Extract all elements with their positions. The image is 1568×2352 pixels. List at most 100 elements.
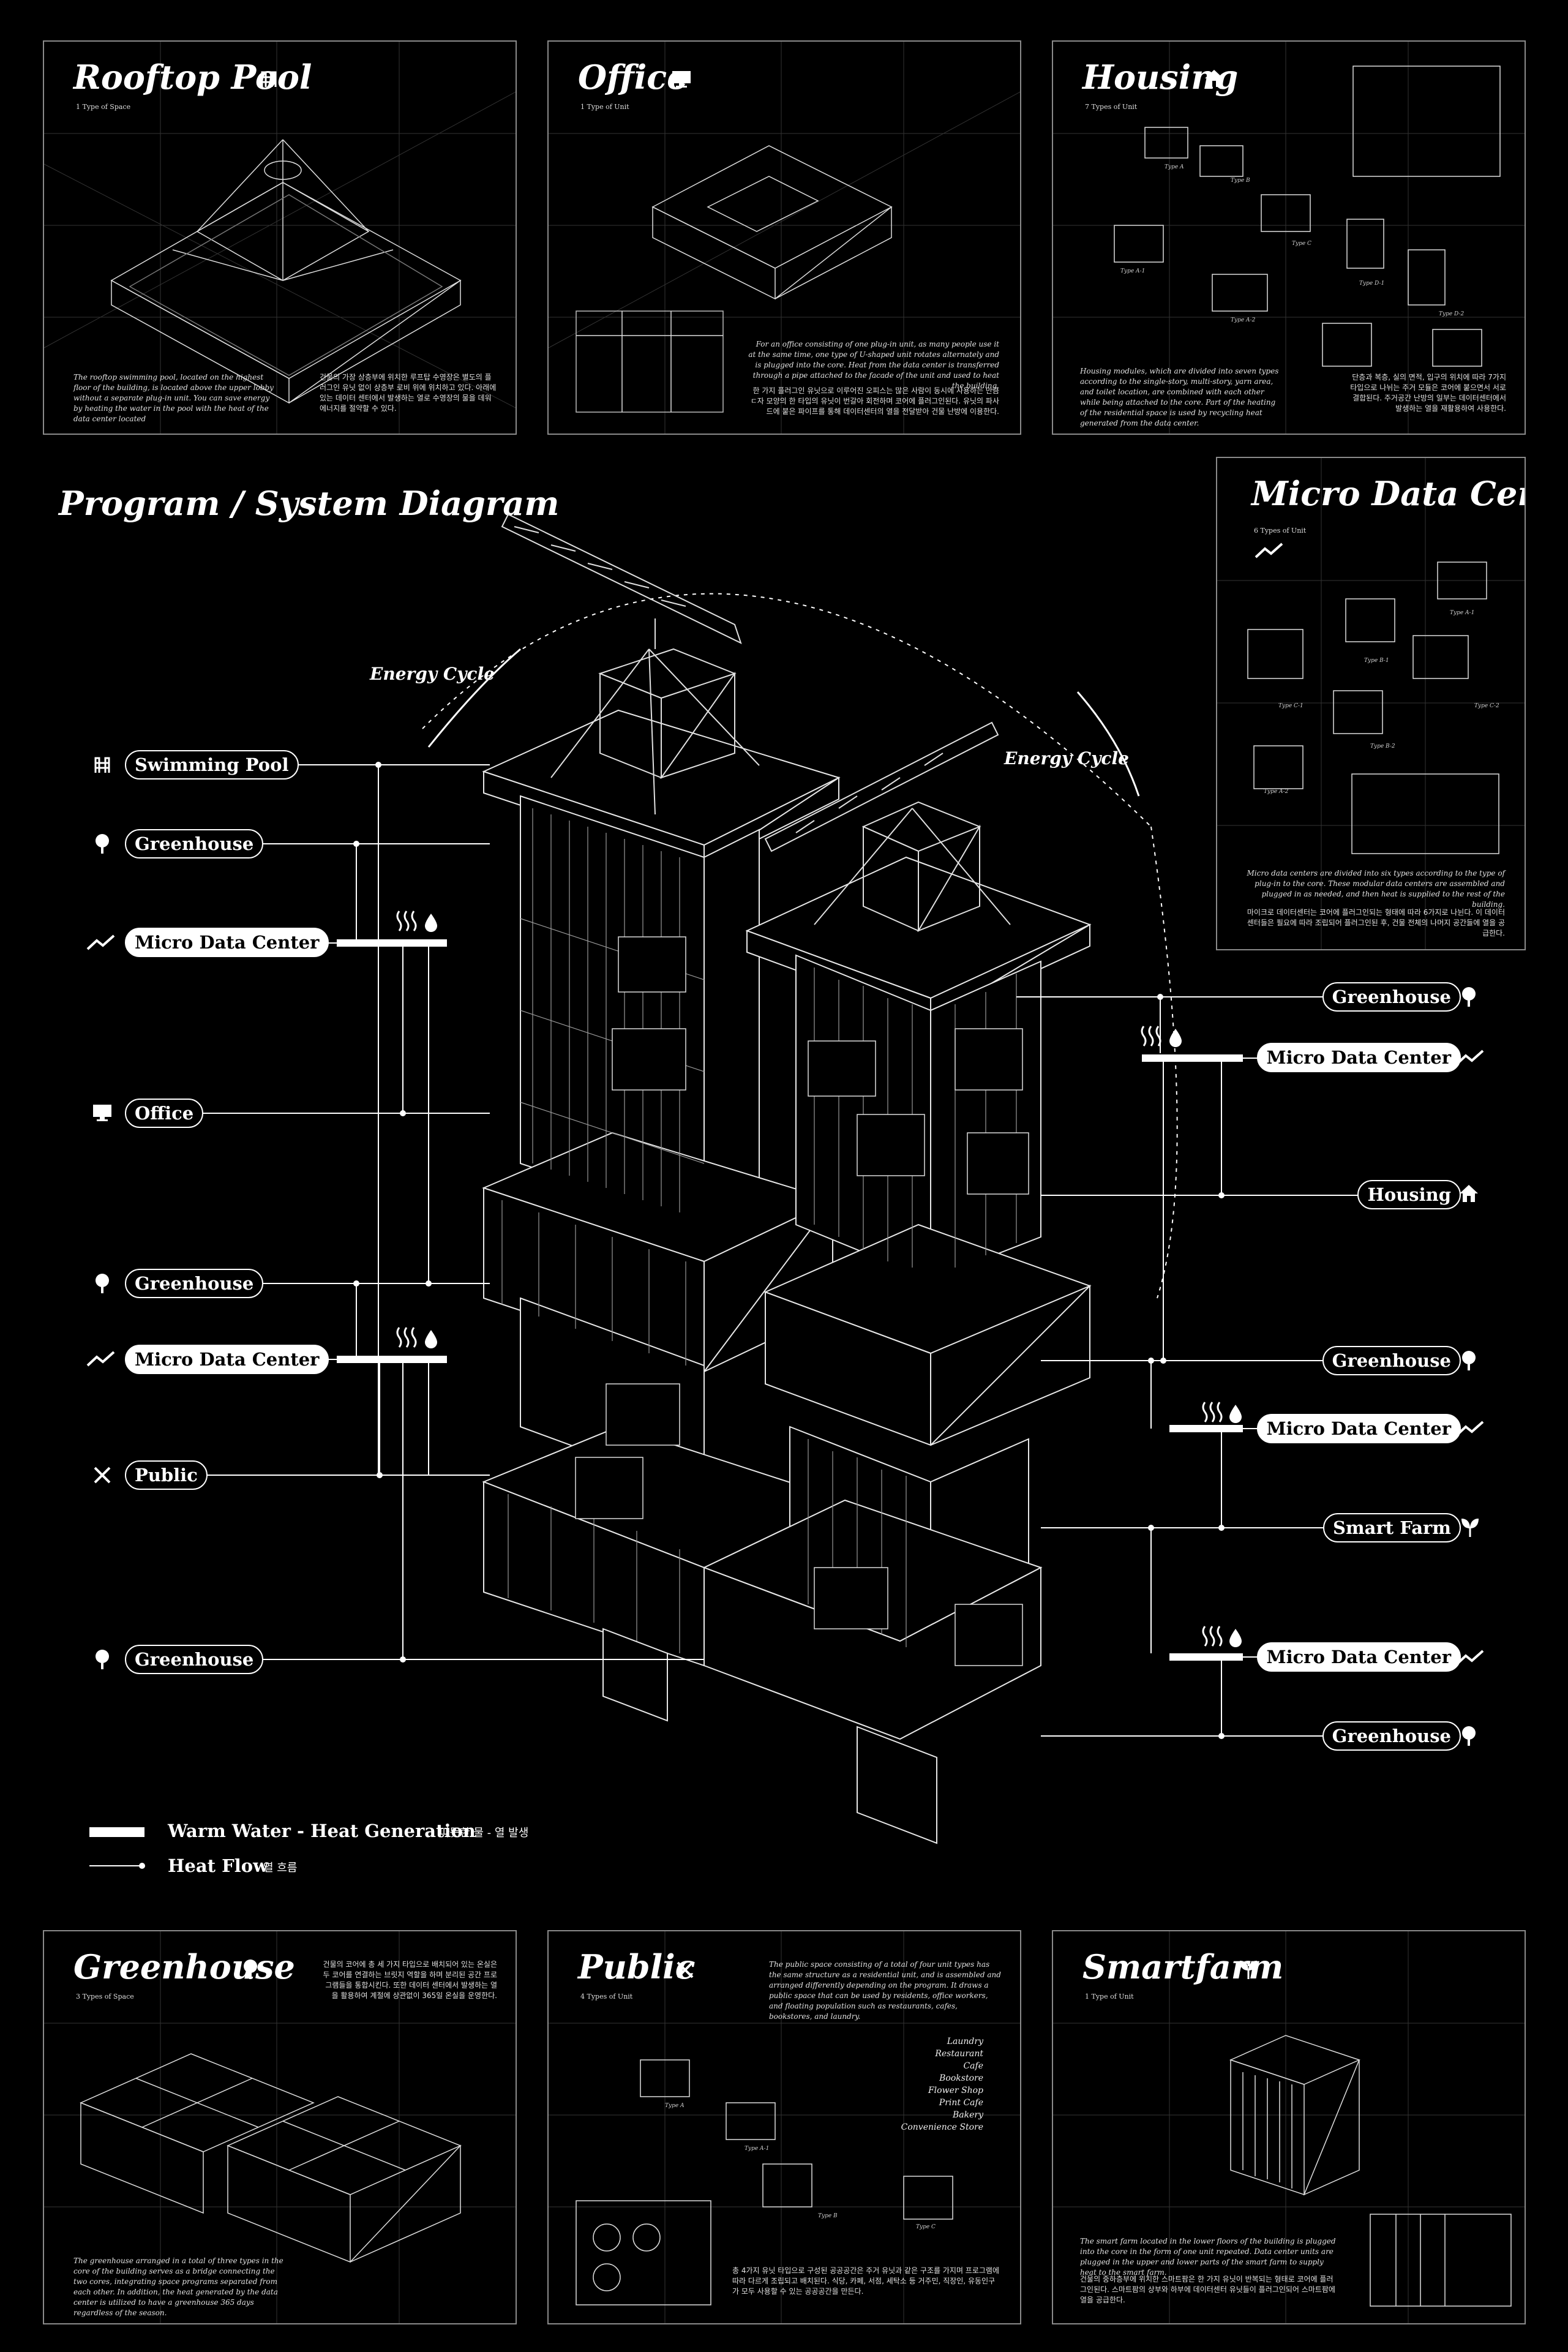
left-label-public: Public xyxy=(125,1460,208,1490)
tree-icon xyxy=(96,834,109,854)
public-units-drawing xyxy=(576,2059,953,2305)
panel-grid xyxy=(1217,458,1525,949)
house-icon xyxy=(1205,70,1223,87)
legend-heat-flow-label: Heat Flow xyxy=(168,1855,269,1876)
program-item: Flower Shop xyxy=(928,2086,983,2095)
left-label-micro-data-center: Micro Data Center xyxy=(125,928,329,957)
heat-icon xyxy=(396,911,1223,1647)
housing-panel: Housing 7 Types of Unit Type A Type A-1 … xyxy=(1052,40,1526,435)
type-label: Type A-2 xyxy=(1231,317,1256,323)
panel-text-en: Micro data centers are divided into six … xyxy=(1247,869,1505,909)
panel-subtitle: 6 Types of Unit xyxy=(1254,527,1307,535)
panel-subtitle: 1 Type of Unit xyxy=(1085,1993,1134,2001)
public-program-list: Laundry Restaurant Cafe Bookstore Flower… xyxy=(901,2035,983,2133)
panel-title: Public xyxy=(578,1947,696,1986)
greenhouse-panel: Greenhouse 3 Types of Space 건물의 코어에 총 세 … xyxy=(43,1930,517,2324)
panel-text-en: The public space consisting of a total o… xyxy=(769,1960,1001,2021)
public-panel: Public 4 Types of Unit The public space … xyxy=(547,1930,1021,2324)
panel-grid xyxy=(44,42,516,434)
type-label: Type A xyxy=(1165,164,1184,170)
housing-units-drawing xyxy=(1114,66,1501,367)
right-heat-flow-dots xyxy=(1148,994,1225,1739)
type-label: Type A xyxy=(665,2103,685,2109)
legend-warm-swatch xyxy=(89,1827,144,1837)
type-label: Type C-2 xyxy=(1474,703,1499,709)
type-label: Type B-1 xyxy=(1364,658,1389,664)
program-item: Print Cafe xyxy=(939,2098,983,2108)
program-item: Cafe xyxy=(963,2061,983,2071)
left-label-swimming-pool: Swimming Pool xyxy=(125,750,299,780)
panel-text-ko: 총 4가지 유닛 타입으로 구성된 공공공간은 주거 유닛과 같은 구조를 가지… xyxy=(732,2266,999,2296)
type-label: Type D-2 xyxy=(1439,311,1465,317)
utensils-icon xyxy=(94,1467,111,1484)
type-label: Type D-1 xyxy=(1359,280,1385,287)
panel-title: Office xyxy=(578,58,688,97)
office-drawing xyxy=(576,145,893,413)
right-label-micro-data-center: Micro Data Center xyxy=(1256,1414,1461,1443)
chart-line-icon xyxy=(86,1351,115,1367)
left-label-office: Office xyxy=(125,1099,204,1128)
type-label: Type B-2 xyxy=(1370,743,1395,750)
panel-text-ko: 건물의 가장 상층부에 위치한 루프탑 수영장은 별도의 플러그인 유닛 없이 … xyxy=(320,373,497,413)
panel-grid xyxy=(549,1931,1020,2323)
left-label-greenhouse: Greenhouse xyxy=(125,1645,264,1674)
program-item: Laundry xyxy=(947,2037,983,2046)
panel-text-en: The smart farm located in the lower floo… xyxy=(1080,2237,1336,2277)
panel-text-ko: 단층과 복층, 실의 면적, 입구의 위치에 따라 7가지 타입으로 나뉘는 주… xyxy=(1350,373,1506,413)
rooftop-pool-panel: Rooftop Pool 1 Type of Space The rooftop… xyxy=(43,40,517,435)
house-icon xyxy=(1460,1185,1478,1202)
panel-text-en: Housing modules, which are divided into … xyxy=(1080,367,1279,427)
chart-line-icon xyxy=(1455,1421,1484,1437)
right-tower xyxy=(702,856,1092,1844)
tree-icon xyxy=(1462,1351,1476,1370)
type-label: Type C xyxy=(916,2224,936,2230)
panel-grid xyxy=(1053,1931,1525,2323)
left-label-greenhouse: Greenhouse xyxy=(125,1269,264,1298)
crane-right xyxy=(764,721,1011,933)
right-label-micro-data-center: Micro Data Center xyxy=(1256,1642,1461,1672)
greenhouse-drawing xyxy=(80,2053,462,2263)
pool-icon xyxy=(261,71,277,87)
plug-in-modules xyxy=(575,936,1029,1666)
type-label: Type B xyxy=(1231,178,1250,184)
panel-text-en: The greenhouse arranged in a total of th… xyxy=(73,2256,283,2317)
type-label: Type C xyxy=(1292,241,1311,247)
panel-text-ko: 마이크로 데이터센터는 코어에 플러그인되는 형태에 따라 6가지로 나뉜다. … xyxy=(1247,908,1505,937)
chart-line-icon xyxy=(86,934,115,950)
left-label-greenhouse: Greenhouse xyxy=(125,829,264,859)
warm-water-bars-left xyxy=(337,939,447,1363)
legend-warm-water-label: Warm Water - Heat Generation xyxy=(168,1820,476,1841)
utensils-icon xyxy=(677,1961,694,1978)
panel-subtitle: 4 Types of Unit xyxy=(580,1993,633,2001)
tree-icon xyxy=(1462,987,1476,1007)
rooftop-pool-drawing xyxy=(110,139,462,404)
tree-icon xyxy=(96,1650,109,1669)
right-label-greenhouse: Greenhouse xyxy=(1322,1346,1461,1375)
legend-warm-water-label-ko: 따뜻한 물 - 열 발생 xyxy=(440,1827,529,1839)
right-label-greenhouse: Greenhouse xyxy=(1322,982,1461,1012)
type-label: Type A-1 xyxy=(745,2146,770,2152)
panel-text-ko: 건물의 코어에 총 세 가지 타입으로 배치되어 있는 온실은 두 코어를 연결… xyxy=(323,1960,497,2000)
type-label: Type A-1 xyxy=(1450,610,1475,616)
panel-text-ko: 건물의 중하층부에 위치한 스마트팜은 한 가지 유닛이 반복되는 형태로 코어… xyxy=(1080,2275,1335,2304)
panel-title: Greenhouse xyxy=(73,1947,295,1986)
tree-icon xyxy=(1462,1726,1476,1746)
program-item: Convenience Store xyxy=(901,2122,983,2132)
sprout-icon xyxy=(1240,1961,1257,1979)
chart-line-icon xyxy=(1455,1650,1484,1666)
chart-line-icon xyxy=(1455,1050,1484,1065)
left-label-micro-data-center: Micro Data Center xyxy=(125,1345,329,1374)
pool-icon xyxy=(94,757,110,773)
type-label: Type B xyxy=(818,2213,838,2219)
warm-water-bars-right xyxy=(1142,1054,1243,1661)
data-center-units-drawing xyxy=(1247,562,1499,854)
monitor-icon xyxy=(93,1105,111,1121)
chart-line-icon xyxy=(1255,543,1283,558)
panel-subtitle: 3 Types of Space xyxy=(76,1993,134,2001)
right-label-micro-data-center: Micro Data Center xyxy=(1256,1043,1461,1072)
legend-flow-dot xyxy=(139,1863,145,1869)
sprout-icon xyxy=(1461,1519,1479,1537)
diagram-title: Program / System Diagram xyxy=(59,484,560,523)
tree-icon xyxy=(244,1959,257,1979)
type-label: Type A-2 xyxy=(1264,789,1289,795)
